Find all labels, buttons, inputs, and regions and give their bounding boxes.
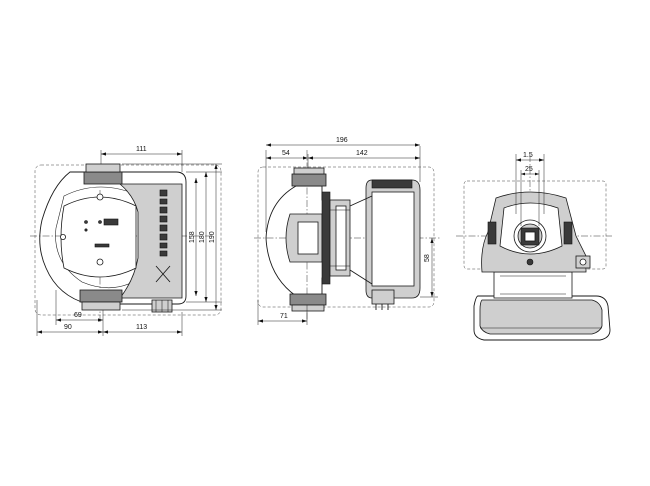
indicator-bar: [103, 218, 119, 226]
bottom-port-nut: [81, 301, 121, 311]
cable-icon: [375, 304, 389, 310]
dim-142-label: 142: [356, 150, 368, 157]
side-bottom-nut: [291, 304, 325, 312]
side-top-nut: [293, 167, 325, 175]
dim-54-label: 54: [282, 150, 290, 157]
indicator-dot-3: [84, 228, 88, 232]
flange-band: [321, 191, 331, 285]
dim-71-label: 71: [280, 313, 288, 320]
dim-1.5-label: 1.5: [523, 152, 533, 159]
end-view: 1.5 25: [456, 152, 612, 341]
mid-housing: [493, 271, 573, 299]
side-view-envelope: [257, 166, 435, 308]
dim-58-label: 58: [424, 254, 431, 262]
dim-25-label: 25: [525, 166, 533, 173]
dim-90-label: 90: [64, 324, 72, 331]
dim-190-label: 190: [209, 231, 216, 243]
side-bottom-port: [289, 293, 327, 306]
side-view: 196 54 142 71 58: [254, 137, 440, 325]
base-housing-outline: [473, 295, 611, 341]
motor-front-plate: [371, 179, 413, 189]
bottom-port-flange: [79, 289, 123, 303]
brand-strip: [155, 189, 171, 283]
indicator-dot-1: [84, 220, 88, 224]
volute-outline: [55, 186, 151, 289]
side-connector: [371, 289, 395, 305]
dim-69-label: 69: [74, 312, 82, 319]
dim-113-label: 113: [136, 324, 147, 331]
front-view-envelope: [34, 164, 222, 316]
screw-top-icon: [96, 193, 104, 201]
top-port-flange: [83, 171, 123, 185]
dim-196-label: 196: [336, 137, 348, 144]
logo-x-icon: [155, 265, 171, 283]
screw-left-icon: [60, 233, 67, 240]
dim-158-label: 158: [189, 231, 196, 243]
hub-inlet: [297, 221, 319, 255]
front-view: 111 158 180 190 69 90 113: [30, 146, 222, 336]
base-housing-face: [479, 299, 603, 335]
side-top-port: [291, 173, 327, 187]
dim-180-label: 180: [199, 231, 206, 243]
pump-housing-outline: [39, 171, 187, 305]
top-port-nut: [85, 163, 121, 173]
indicator-dot-2: [98, 220, 102, 224]
stator-inner: [335, 205, 347, 271]
left-lug: [487, 221, 497, 245]
mode-label-block: [94, 243, 110, 248]
dim-111-label: 111: [136, 146, 147, 153]
screw-bottom-icon: [96, 258, 104, 266]
drain-plug: [526, 258, 534, 266]
right-lug: [563, 221, 573, 245]
connector-screw-icon: [579, 258, 587, 266]
motor-face: [371, 191, 415, 287]
